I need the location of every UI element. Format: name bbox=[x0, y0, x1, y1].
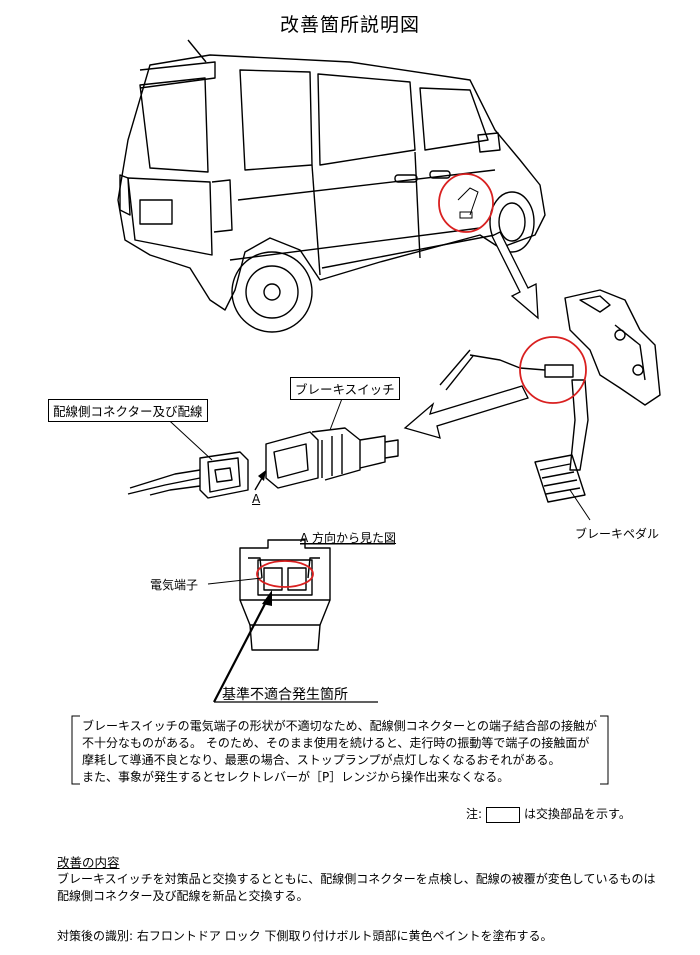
replacement-note: 注: は交換部品を示す。 bbox=[466, 805, 631, 823]
note-legend-box bbox=[486, 806, 521, 823]
improvement-title: 改善の内容 bbox=[57, 855, 120, 870]
view-a-drawing bbox=[239, 539, 331, 651]
pedal-label: ブレーキペダル bbox=[575, 527, 660, 541]
note-suffix: は交換部品を示す。 bbox=[524, 807, 631, 821]
callout-arrow-2 bbox=[403, 385, 529, 439]
improvement-line: 配線側コネクター及び配線を新品と交換する。 bbox=[57, 889, 309, 903]
note-prefix: 注: bbox=[466, 807, 483, 821]
description-line: ブレーキスイッチの電気端子の形状が不適切なため、配線側コネクターとの端子結合部の… bbox=[82, 719, 598, 733]
brake-switch bbox=[265, 427, 399, 489]
vehicle-illustration bbox=[117, 39, 546, 333]
connector-label: 配線側コネクター及び配線 bbox=[48, 399, 208, 422]
pedal-highlight-circle bbox=[519, 336, 587, 404]
description-line: 摩耗して導通不良となり、最悪の場合、ストップランプが点灯しなくなるおそれがある。 bbox=[82, 753, 561, 767]
defect-label: 基準不適合発生箇所 bbox=[222, 687, 348, 703]
defect-description: ブレーキスイッチの電気端子の形状が不適切なため、配線側コネクターとの端子結合部の… bbox=[72, 716, 600, 784]
page-title: 改善箇所説明図 bbox=[279, 14, 420, 36]
identification-text: 対策後の識別: 右フロントドア ロック 下側取り付けボルト頭部に黄色ペイントを塗… bbox=[57, 929, 553, 943]
harness-connector bbox=[127, 451, 249, 499]
callout-arrow-1 bbox=[491, 231, 539, 320]
improvement-line: ブレーキスイッチを対策品と交換するとともに、配線側コネクターを点検し、配線の被覆… bbox=[57, 872, 656, 886]
car-highlight-circle bbox=[438, 173, 494, 233]
description-line: 不十分なものがある。 そのため、そのまま使用を続けると、走行時の振動等で端子の接… bbox=[82, 736, 590, 750]
switch-label: ブレーキスイッチ bbox=[290, 377, 400, 400]
terminal-label: 電気端子 bbox=[150, 578, 199, 592]
improvement-section: 改善の内容 ブレーキスイッチを対策品と交換するとともに、配線側コネクターを点検し… bbox=[57, 854, 655, 905]
arrow-a-label: A bbox=[252, 492, 261, 506]
view-a-label: A 方向から見た図 bbox=[300, 531, 397, 545]
brake-pedal-assembly bbox=[439, 289, 661, 503]
terminal-highlight-circle bbox=[256, 560, 314, 588]
description-line: また、事象が発生するとセレクトレバーが［P］レンジから操作出来なくなる。 bbox=[82, 770, 510, 784]
